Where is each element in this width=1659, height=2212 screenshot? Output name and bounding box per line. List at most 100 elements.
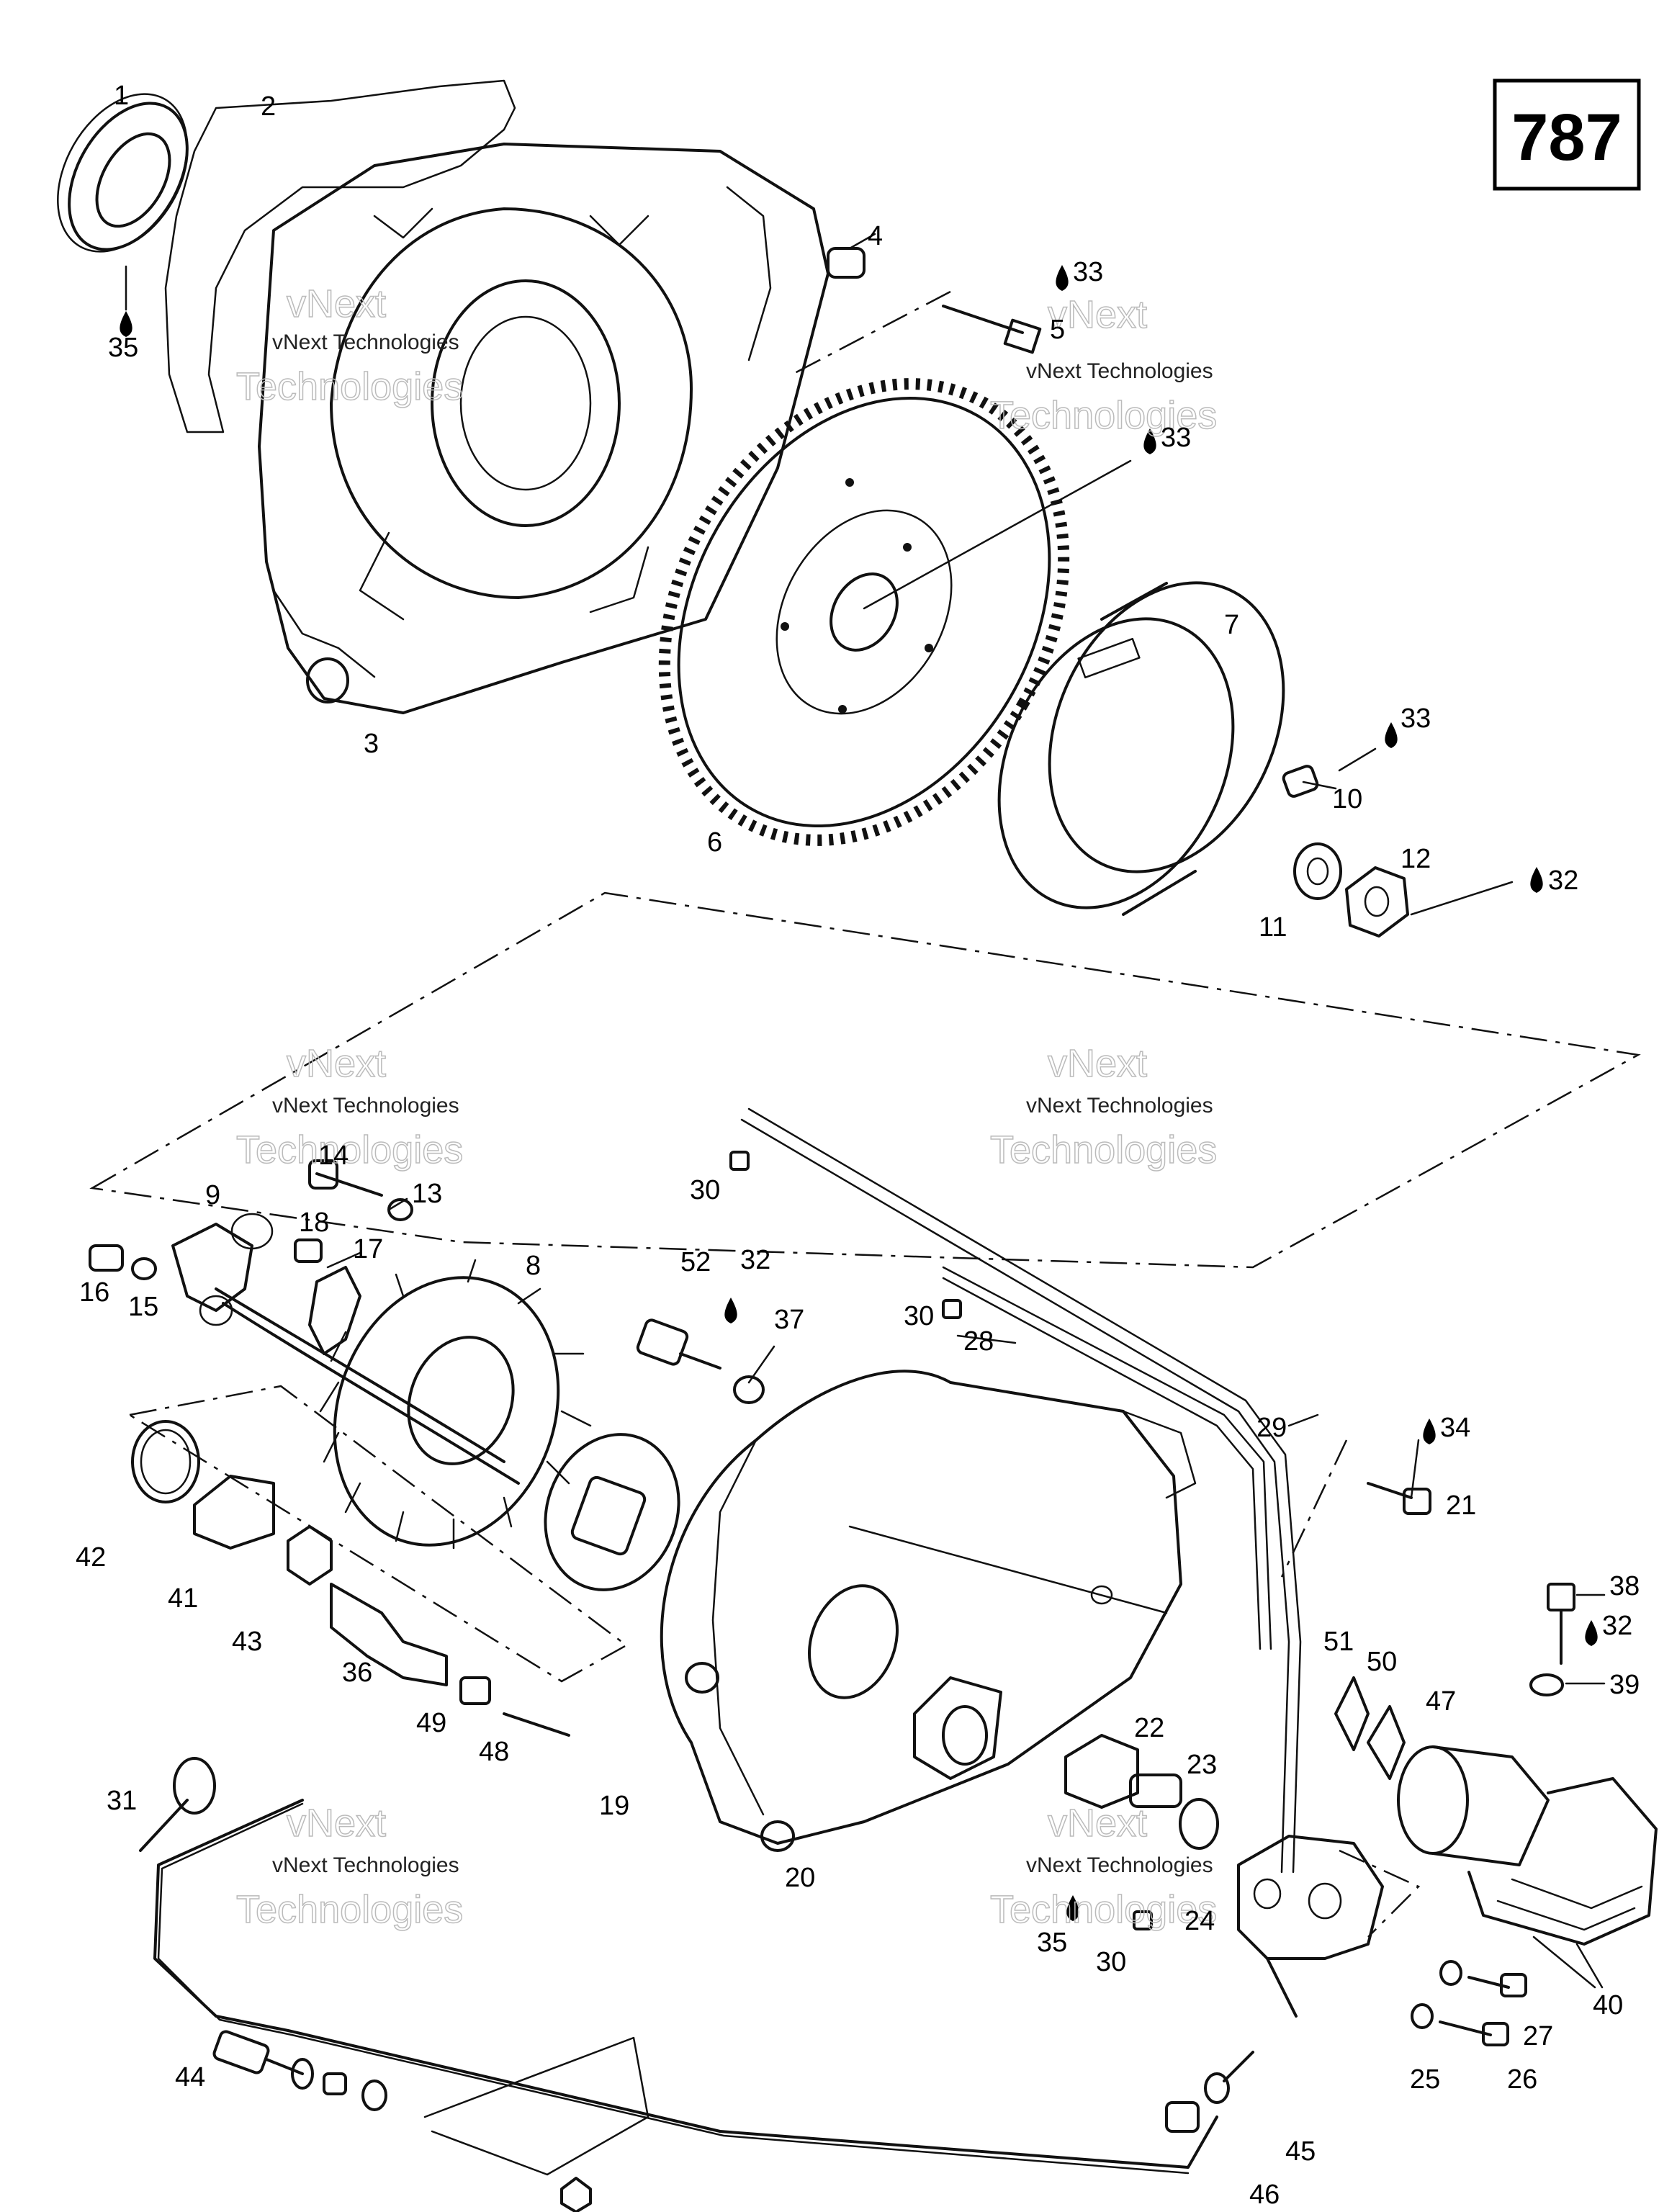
callout-label: 24 [1184,1906,1215,1936]
callout-label: 22 [1134,1713,1164,1743]
watermark-text-outline: vNext [1048,1042,1147,1085]
callout-label: 35 [108,333,138,363]
oil-drop-icon [1143,428,1156,454]
oil-drop-icon [1056,265,1069,291]
callout-label: 14 [318,1141,349,1171]
oil-drop-icon [1530,867,1543,893]
callout-label: 28 [963,1326,994,1357]
callout-label: 7 [1224,610,1239,640]
callout-label: 13 [412,1179,442,1209]
watermark-text: vNext Technologies [272,1094,459,1118]
callout-label: 9 [205,1180,220,1210]
callout-label: 32 [1548,866,1578,896]
stator-part-8 [215,1259,680,1591]
callout-label: 50 [1367,1647,1397,1677]
callout-label: 11 [1259,912,1287,943]
watermark-text-outline: Technologies [236,1888,463,1931]
magneto-cover-part-19 [660,1370,1197,1852]
watermark-text-outline: vNext [287,1802,386,1845]
watermark-text: vNext Technologies [1026,1853,1213,1877]
callout-label: 5 [1050,315,1065,345]
pump-screws [1411,1960,1527,2046]
watermark-text-outline: vNext [287,1042,386,1085]
callout-label: 42 [76,1542,106,1573]
ring-gear-part-6 [658,378,1070,846]
page-number-box: 787 [1493,78,1641,191]
callout-label: 2 [261,91,276,122]
callout-label: 52 [680,1247,711,1277]
callout-label: 33 [1073,257,1103,287]
oil-pump-part-24 [1237,1835,1384,2018]
dowel-pin-part-4 [827,247,866,279]
watermark-text-outline: vNext [1048,1802,1147,1845]
callout-label: 48 [479,1737,509,1767]
callout-label: 33 [1401,703,1431,734]
callout-label: 16 [79,1277,109,1308]
callout-label: 23 [1187,1750,1217,1780]
page-number: 787 [1511,101,1622,174]
callout-label: 19 [599,1791,629,1821]
callout-label: 34 [1440,1413,1470,1443]
callout-label: 18 [299,1208,329,1238]
callout-label: 43 [232,1627,262,1657]
oil-drop-symbols [120,265,1598,1921]
callout-label: 36 [342,1658,372,1688]
watermark-text: vNext Technologies [272,331,459,354]
callout-label: 27 [1523,2021,1553,2051]
callout-label: 51 [1323,1627,1354,1657]
callout-label: 26 [1507,2064,1537,2095]
watermark-text-outline: Technologies [236,1128,463,1172]
callout-label: 41 [168,1583,198,1614]
connector-group [131,1420,570,1737]
callout-label: 44 [175,2062,205,2092]
callout-label: 37 [774,1305,804,1335]
watermark-text: vNext Technologies [1026,359,1213,383]
bolt-part-5 [942,305,1042,354]
callout-label: 25 [1410,2064,1440,2095]
sensor-bracket-group [89,1159,413,1355]
callout-label: 6 [707,827,722,858]
callout-label: 39 [1609,1670,1640,1700]
callout-label: 21 [1446,1491,1476,1521]
callout-label: 49 [416,1708,446,1738]
oil-drop-icon [1585,1620,1598,1646]
watermark-text-outline: Technologies [990,1888,1217,1931]
drive-shaft-part-22 [1064,1734,1219,1850]
callout-label: 38 [1609,1571,1640,1601]
callout-label: 45 [1285,2136,1316,2167]
magneto-housing-part-3 [258,143,830,714]
oil-drop-icon [724,1298,737,1323]
watermark-text-outline: Technologies [990,1128,1217,1172]
rotor-part-7 [997,581,1285,916]
callout-label: 8 [526,1251,541,1281]
callout-label: 46 [1249,2180,1280,2210]
callout-label: 17 [353,1234,383,1264]
watermark-text: vNext Technologies [272,1853,459,1877]
cover-bolts [636,1318,1431,1515]
solenoid-assembly-part-40 [1334,1583,1658,1946]
callout-label: 47 [1426,1686,1456,1717]
callout-label: 40 [1593,1990,1623,2020]
oil-drop-icon [1385,722,1398,748]
cable-part-44 [153,1799,1254,2212]
watermark-text: vNext Technologies [1026,1094,1213,1118]
oil-drop-icon [1066,1895,1079,1921]
seal-ring-part-1 [57,93,189,253]
callout-label: 3 [364,729,379,759]
callout-label: 35 [1037,1928,1067,1958]
callout-label: 10 [1332,784,1362,814]
watermark-text-outline: vNext [287,282,386,325]
callout-label: 1 [114,81,129,111]
leader-lines [125,233,1606,1989]
callout-labels: 1 2 3 4 5 6 7 8 9 10 11 12 13 14 15 16 1… [76,81,1640,2210]
callout-label: 32 [1602,1611,1632,1641]
oil-drop-icon [1423,1419,1436,1444]
group-outlines [89,290,1641,1938]
callout-label: 20 [785,1863,815,1893]
cable-tie-part-31 [139,1757,216,1852]
oil-drop-icon [120,311,132,337]
callout-label: 30 [904,1301,934,1331]
callout-label: 12 [1401,844,1431,874]
callout-label: 30 [1096,1947,1126,1977]
hose-clips-part-30 [729,1151,1153,1930]
